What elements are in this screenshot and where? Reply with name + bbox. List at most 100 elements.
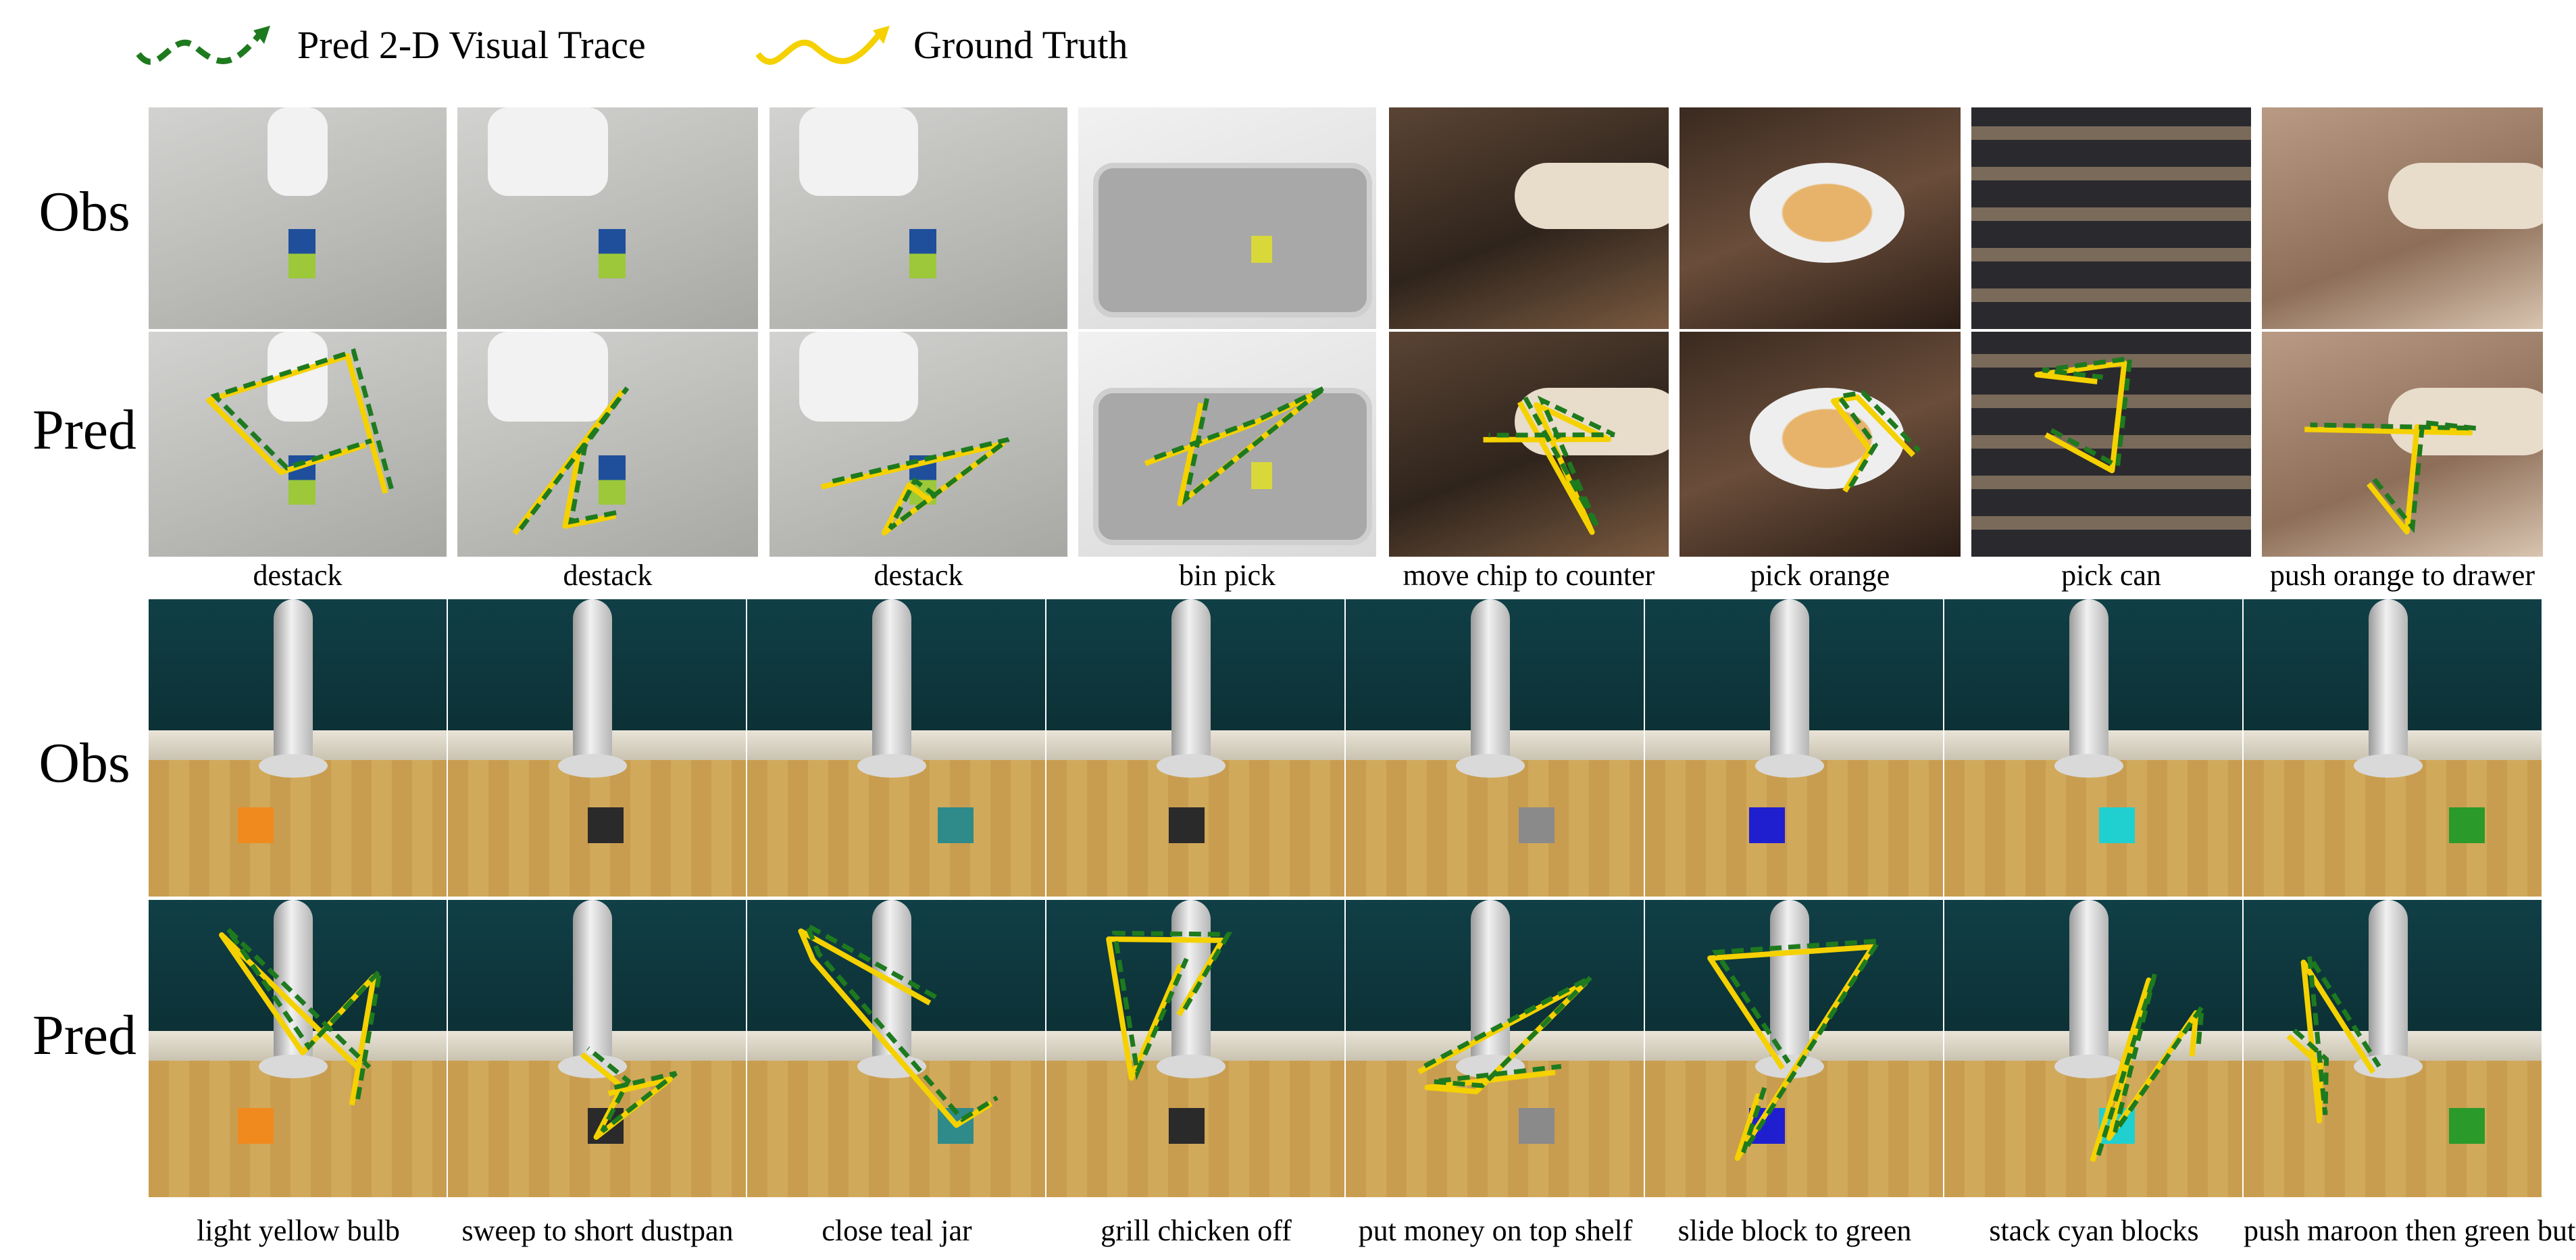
task-caption: destack [253,559,343,592]
block [1251,462,1272,490]
task-caption: light yellow bulb [197,1214,400,1247]
obs-image-real-4 [1389,107,1669,329]
robot-arm [799,332,919,422]
green-dashed-arrow-icon [136,26,270,65]
floor [1944,759,2242,897]
obs-image-sim-1 [448,599,746,897]
robot-arm [1171,599,1211,772]
obs-image-real-7 [2262,107,2543,329]
floor [149,759,447,897]
obs-image-real-3 [1078,107,1376,329]
robot-arm [274,599,313,772]
robot-arm [268,107,328,197]
block [909,229,936,278]
legend-gt-label: Ground Truth [913,23,1128,67]
robot-arm [799,107,919,197]
task-caption: pick can [2061,559,2161,592]
obs-image-real-2 [769,107,1067,329]
ground-truth-trace [222,935,374,1105]
base [1157,753,1226,778]
obs-image-sim-7 [2244,599,2542,897]
robot-arm [2069,900,2108,1073]
floor [1944,1060,2242,1197]
bowl [1750,388,1904,490]
legend-pred-label: Pred 2-D Visual Trace [297,23,646,67]
task-caption: stack cyan blocks [1989,1214,2199,1247]
pred-image-sim-2 [747,900,1045,1197]
base [2054,753,2123,778]
base [2054,1054,2123,1078]
trace-overlay [149,332,447,557]
scene-object [1168,1108,1205,1144]
pred-image-real-2 [769,332,1067,557]
pred-trace [807,925,997,1119]
trace-overlay [1680,332,1961,557]
trace-overlay [2262,332,2543,557]
robot-arm [1171,900,1211,1073]
base [2354,753,2423,778]
scene-object [238,1108,274,1144]
task-caption: sweep to short dustpan [461,1214,734,1247]
pred-trace [1151,388,1325,499]
row-label-pred-real: Pred [32,399,136,461]
robot-arm [2369,599,2408,772]
row-label-pred-sim: Pred [32,1004,136,1067]
ground-truth-trace [1145,392,1319,503]
trace-overlay [2244,900,2542,1197]
trace-overlay [149,900,447,1197]
pred-trace [1489,398,1614,528]
task-caption: push orange to drawer [2269,559,2535,592]
pred-image-real-5 [1680,332,1961,557]
task-caption: pick orange [1750,559,1890,592]
ground-truth-trace [2304,427,2470,532]
block [288,229,315,278]
pred-trace [215,351,392,488]
yellow-arrow-icon [755,26,890,65]
robot-arm [2388,163,2543,230]
bowl [1750,163,1904,263]
pred-image-real-1 [457,332,758,557]
scene-object [1168,807,1205,843]
floor [1645,1060,1943,1197]
obs-image-sim-6 [1944,599,2242,897]
pred-image-real-4 [1389,332,1669,557]
robot-arm [487,107,608,197]
pred-image-sim-6 [1944,900,2242,1197]
floor [1645,759,1943,897]
trace-overlay [448,900,746,1197]
pred-image-sim-3 [1046,900,1344,1197]
ground-truth-trace [1834,397,1913,492]
task-caption: slide block to green [1677,1214,1912,1247]
floor [2244,1060,2542,1197]
ground-truth-trace [209,356,386,493]
task-caption: push maroon then green button [2244,1214,2576,1247]
trace-overlay [1389,332,1669,557]
floor [747,759,1045,897]
pred-image-real-7 [2262,332,2543,557]
obs-image-sim-2 [747,599,1045,897]
pred-image-real-6 [1971,332,2251,557]
base [1456,753,1525,778]
robot-arm [1770,599,1809,772]
robot-arm [872,599,911,772]
pred-image-sim-0 [149,900,447,1197]
ground-truth-trace [1419,983,1585,1092]
scene-object [2449,807,2485,843]
ground-truth-trace [2037,363,2124,470]
obs-image-real-1 [457,107,758,329]
pred-trace [1115,933,1228,1072]
robot-arm [573,599,612,772]
robot-arm [2069,599,2108,772]
block [1251,236,1272,263]
ground-truth-trace [1484,402,1609,532]
trace-overlay [1971,332,2251,557]
trace-overlay [457,332,758,557]
obs-image-sim-5 [1645,599,1943,897]
trace-overlay [1046,900,1344,1197]
pred-image-real-0 [149,332,447,557]
pred-trace [1716,941,1879,1153]
scene-object [1518,807,1555,843]
robot-arm [1515,163,1669,230]
floor [149,1060,447,1197]
pred-trace [2043,359,2130,466]
